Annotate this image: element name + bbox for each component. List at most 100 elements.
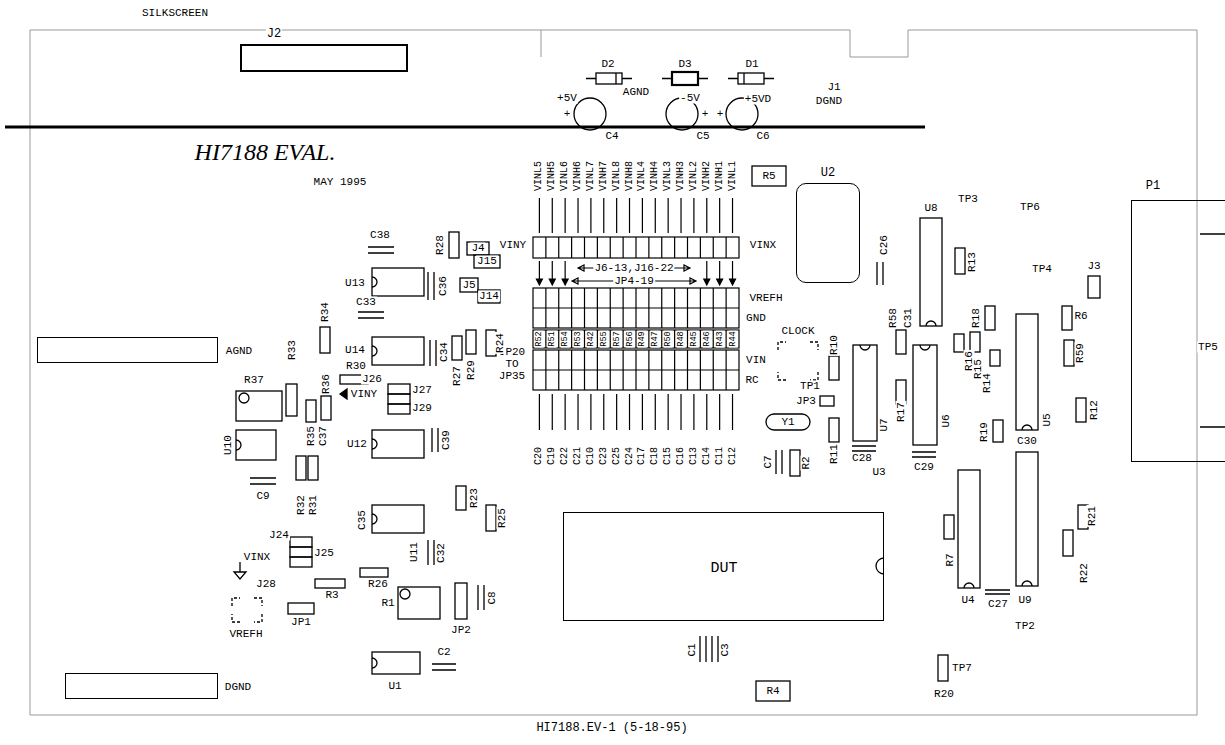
jumper-divider xyxy=(558,350,559,390)
jumper-divider xyxy=(661,237,662,258)
pin-lead xyxy=(603,198,604,233)
jumper-divider xyxy=(648,350,649,390)
part-label: C17 xyxy=(637,446,647,466)
part-label: U11 xyxy=(409,541,420,563)
part-label: GND xyxy=(745,313,767,324)
part-label: J15 xyxy=(476,256,498,267)
part-label: C15 xyxy=(663,446,673,466)
pin-lead xyxy=(732,394,733,430)
part-label: U12 xyxy=(346,439,368,450)
jumper-divider xyxy=(687,237,688,258)
part-label: U8 xyxy=(923,203,938,214)
part-label: JP1 xyxy=(290,617,312,628)
part-label: U4 xyxy=(960,595,975,606)
part-label: TP7 xyxy=(951,663,973,674)
part-label: VINL7 xyxy=(586,160,596,192)
header-connector: J2 xyxy=(240,44,408,72)
jumper-divider xyxy=(726,237,727,258)
part-label: + xyxy=(716,109,725,120)
pin-lead xyxy=(552,394,553,430)
pin-lead xyxy=(616,198,617,233)
part-label: C9 xyxy=(255,491,270,502)
jumper-row xyxy=(533,330,739,348)
jumper-divider xyxy=(635,330,636,348)
part-label: U13 xyxy=(344,278,366,289)
part-label: C8 xyxy=(487,590,498,605)
part-label: U10 xyxy=(223,434,234,456)
jumper-divider xyxy=(700,237,701,258)
jumper-divider xyxy=(558,237,559,258)
jumper-divider xyxy=(610,237,611,258)
part-label: VINX xyxy=(749,240,777,251)
part-label: VINL4 xyxy=(637,160,647,192)
part-label: J26 xyxy=(361,374,383,385)
pin-lead xyxy=(629,198,630,233)
jumper-divider xyxy=(623,330,624,348)
part-label: RC xyxy=(744,375,759,386)
jumper-divider xyxy=(700,350,701,390)
pin-lead xyxy=(603,394,604,430)
jumper-arrowhead xyxy=(704,279,710,285)
pin-lead xyxy=(732,198,733,233)
part-label: AGND xyxy=(622,87,650,98)
jumper-divider xyxy=(571,237,572,258)
pin-lead xyxy=(539,198,540,233)
part-label: C19 xyxy=(547,446,557,466)
part-label: C16 xyxy=(676,446,686,466)
part-label: D1 xyxy=(744,59,759,70)
part-label: R24 xyxy=(495,332,506,354)
jumper-divider xyxy=(726,288,727,328)
part-label: R28 xyxy=(435,234,446,256)
jumper-arrow xyxy=(719,261,720,279)
clock-bracket xyxy=(778,342,818,380)
part-label: R26 xyxy=(367,579,389,590)
jumper-divider xyxy=(597,330,598,348)
part-label: DGND xyxy=(815,96,843,107)
part-label: R13 xyxy=(967,251,978,273)
part-label: VINL5 xyxy=(534,160,544,192)
part-label: R4 xyxy=(765,686,780,697)
part-label: C13 xyxy=(689,446,699,466)
vrefh-bracket xyxy=(232,598,262,622)
part-label: C34 xyxy=(439,341,450,363)
jumper-arrow xyxy=(706,261,707,279)
part-label: C4 xyxy=(604,131,619,142)
jumper-divider xyxy=(558,288,559,328)
part-label: R18 xyxy=(971,307,982,329)
part-label: R49 xyxy=(638,330,647,347)
diode-symbol xyxy=(586,73,632,84)
pin-lead xyxy=(655,198,656,233)
part-label: C25 xyxy=(612,446,622,466)
part-label: VINH7 xyxy=(599,160,609,192)
part-label: R37 xyxy=(243,375,265,386)
resistor-symbol xyxy=(286,166,1088,701)
part-label: R53 xyxy=(574,330,583,347)
part-label: DGND xyxy=(224,682,252,693)
part-label: J1 xyxy=(826,82,841,93)
part-label: VINX xyxy=(243,552,271,563)
part-label: +5V xyxy=(556,93,578,104)
part-label: VINH2 xyxy=(702,160,712,192)
part-label: VINY xyxy=(350,389,378,400)
jumper-block xyxy=(288,242,1100,619)
jumper-divider xyxy=(648,330,649,348)
part-label: J5 xyxy=(461,280,476,291)
part-label: VINY xyxy=(499,240,527,251)
part-label: R2 xyxy=(801,455,812,470)
part-label: Y1 xyxy=(780,417,795,428)
pin-lead xyxy=(655,394,656,430)
pin-lead xyxy=(552,198,553,233)
part-label: + xyxy=(701,109,710,120)
part-label: R23 xyxy=(469,487,480,509)
jumper-divider xyxy=(545,237,546,258)
part-label: VINH8 xyxy=(625,160,635,192)
connector-tab xyxy=(1200,234,1225,427)
diode-symbol xyxy=(662,72,708,85)
ic-outline xyxy=(236,218,1038,674)
jumper-divider xyxy=(623,288,624,328)
part-label: R7 xyxy=(945,552,956,567)
part-label: DUT xyxy=(709,561,738,576)
jumper-divider xyxy=(545,330,546,348)
part-label: U3 xyxy=(871,467,886,478)
